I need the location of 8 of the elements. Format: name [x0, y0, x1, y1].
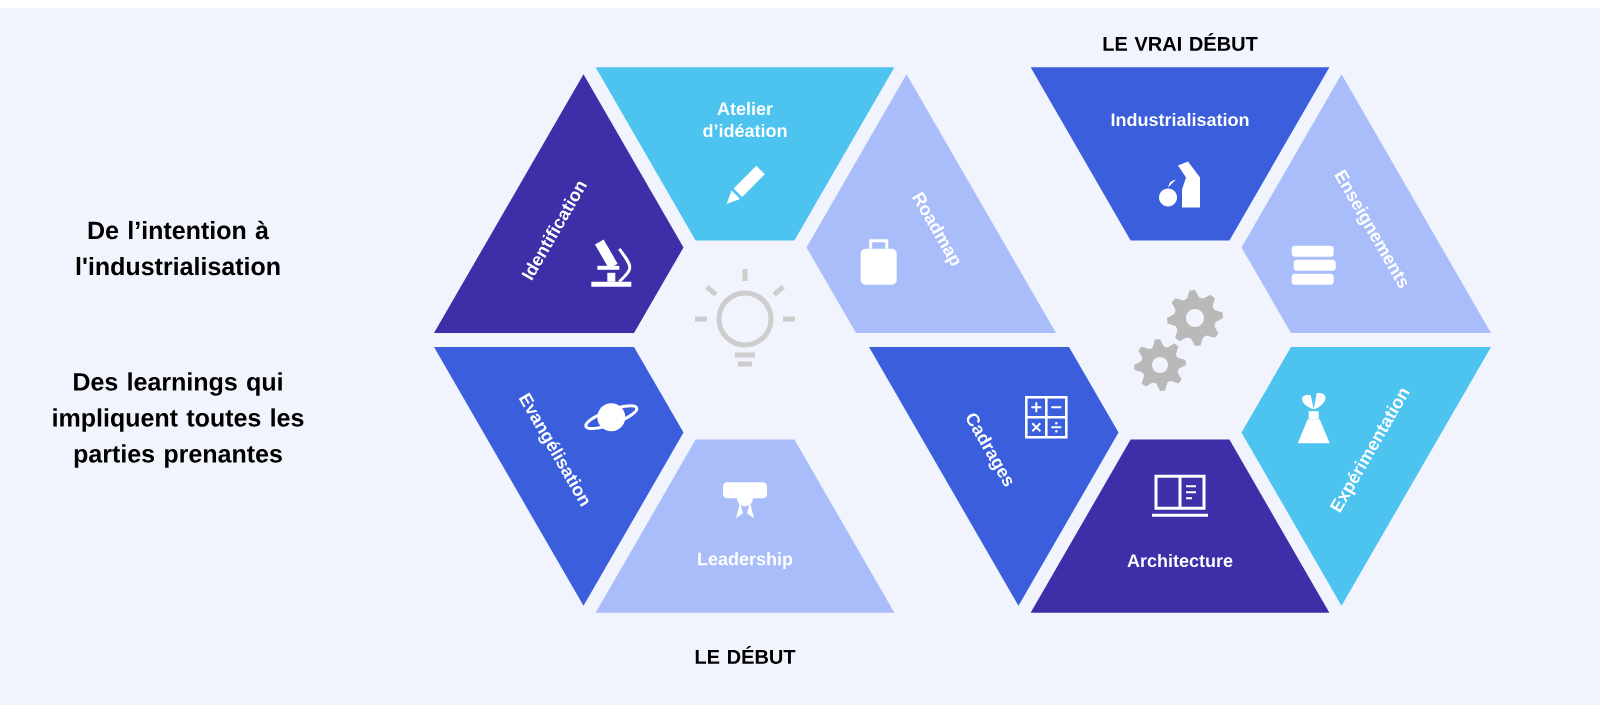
- hexagon-segment: Industrialisation: [1030, 67, 1330, 241]
- hexagon-segment: Leadership: [595, 439, 895, 613]
- heading: LE DÉBUT: [695, 646, 796, 664]
- hexagon-segment: Atelier d’idéation: [595, 67, 895, 241]
- heading: LE VRAI DÉBUT: [1103, 33, 1258, 51]
- heading: Des learnings qui impliquent toutes les parties prenantes: [53, 372, 304, 468]
- hexagon-segment: Architecture: [1030, 439, 1330, 613]
- heading: De l’intention à l'industrialisation: [76, 220, 280, 276]
